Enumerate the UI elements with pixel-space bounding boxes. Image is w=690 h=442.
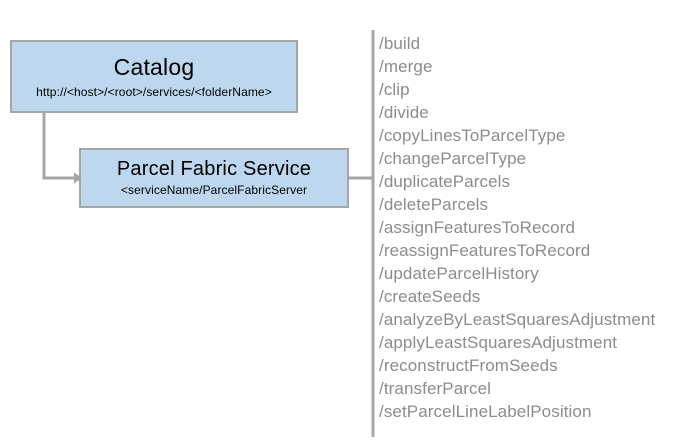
operation-item[interactable]: /divide [379, 103, 429, 122]
operations-list: /build/merge/clip/divide/copyLinesToParc… [379, 32, 684, 423]
operation-item[interactable]: /updateParcelHistory [379, 264, 539, 283]
operation-item[interactable]: /reassignFeaturesToRecord [379, 241, 591, 260]
operation-item[interactable]: /copyLinesToParcelType [379, 126, 566, 145]
catalog-node[interactable]: Catalog http://<host>/<root>/services/<f… [10, 40, 298, 113]
operation-item[interactable]: /deleteParcels [379, 195, 489, 214]
operation-item[interactable]: /applyLeastSquaresAdjustment [379, 333, 618, 352]
operation-item[interactable]: /createSeeds [379, 287, 481, 306]
operation-item[interactable]: /assignFeaturesToRecord [379, 218, 576, 237]
operation-item[interactable]: /clip [379, 80, 410, 99]
catalog-to-service-connector [42, 113, 74, 180]
catalog-node-title: Catalog [113, 53, 195, 80]
operation-item[interactable]: /merge [379, 57, 433, 76]
operation-item[interactable]: /changeParcelType [379, 149, 527, 168]
operation-item[interactable]: /transferParcel [379, 379, 492, 398]
catalog-node-url: http://<host>/<root>/services/<folderNam… [36, 84, 272, 99]
operation-item[interactable]: /reconstructFromSeeds [379, 356, 558, 375]
parcel-fabric-service-node-title: Parcel Fabric Service [116, 158, 312, 180]
parcel-fabric-service-node[interactable]: Parcel Fabric Service <serviceName/Parce… [79, 148, 349, 208]
operation-item[interactable]: /setParcelLineLabelPosition [379, 402, 592, 421]
parcel-fabric-service-node-path: <serviceName/ParcelFabricServer [120, 183, 308, 197]
operation-item[interactable]: /duplicateParcels [379, 172, 511, 191]
operation-item[interactable]: /build [379, 34, 421, 53]
operation-item[interactable]: /analyzeByLeastSquaresAdjustment [379, 310, 656, 329]
